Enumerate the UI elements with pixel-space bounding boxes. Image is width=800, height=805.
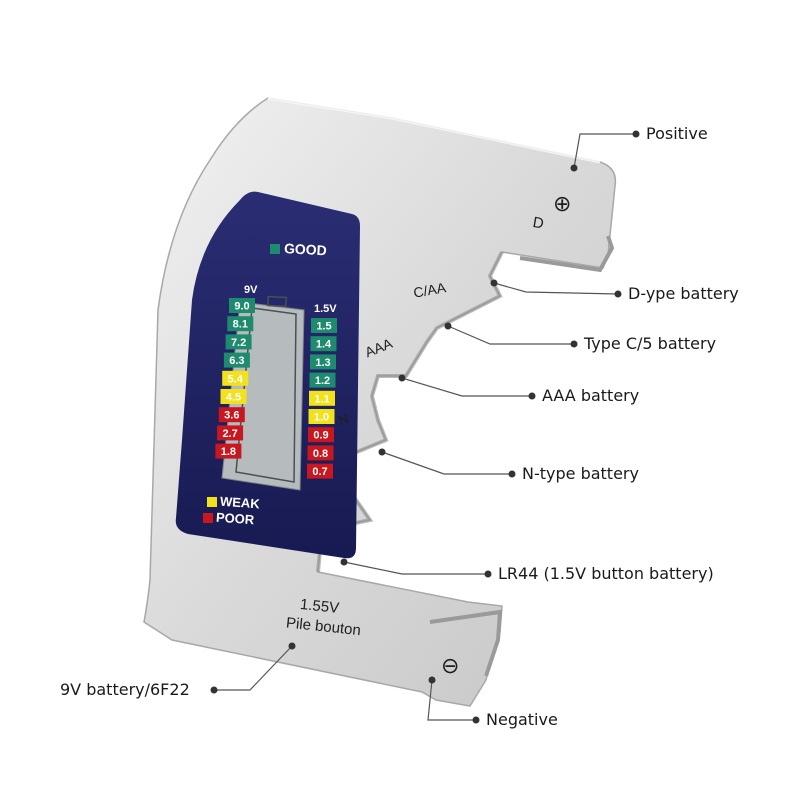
negative-leader: [427, 679, 476, 721]
tester-body-highlight: [267, 96, 601, 164]
right-scale-cell: [307, 445, 334, 461]
right-scale-value: 0.8: [313, 448, 328, 460]
right-scale-value: 1.1: [314, 393, 329, 405]
weak-legend-label: WEAK: [219, 494, 260, 512]
positive-leader: [573, 133, 636, 169]
left-scale-value: 1.8: [221, 446, 236, 458]
left-scale-cell: [222, 370, 249, 386]
right-scale-value: 1.2: [315, 375, 330, 387]
negative-callout: Negative: [486, 710, 558, 729]
aaa-callout: AAA battery: [542, 386, 640, 405]
negative-contact: [429, 609, 503, 677]
right-scale-value: 1.4: [316, 339, 332, 351]
right-scale-cell: [311, 318, 337, 333]
right-scale-value: 0.9: [313, 430, 328, 442]
right-scale-header: 1.5V: [314, 303, 337, 315]
right-scale-value: 1.5: [316, 321, 331, 333]
type-c-leader: [447, 325, 574, 345]
poor-legend-label: POOR: [215, 510, 255, 528]
left-scale-value: 4.5: [226, 392, 241, 404]
right-scale-value: 0.7: [312, 466, 327, 478]
right-scale-cell: [309, 390, 335, 406]
left-scale-cell: [218, 407, 245, 423]
left-scale-cell: [217, 425, 244, 441]
right-scale-cell: [309, 372, 336, 388]
leader-lines: [214, 133, 636, 721]
slot-d-label: D: [531, 214, 545, 233]
lcd-battery-icon-tip: [266, 295, 287, 308]
left-scale-cell: [229, 298, 255, 313]
d-type-callout: D-ype battery: [628, 284, 739, 303]
weak-legend-swatch: [207, 497, 217, 507]
button-voltage-label: 1.55V: [299, 596, 340, 617]
left-scale-value: 9.0: [234, 301, 249, 313]
left-scale-cell: [220, 389, 247, 404]
left-scale-value: 5.4: [228, 373, 244, 385]
slot-caa-label: C/AA: [412, 279, 448, 301]
nine-v-callout: 9V battery/6F22: [60, 680, 190, 699]
left-scale-header: 9V: [244, 284, 258, 296]
lr44-leader: [343, 561, 488, 575]
lr44-callout: LR44 (1.5V button battery): [498, 564, 714, 583]
nine-v-leader: [214, 645, 293, 691]
positive-symbol-icon: ⊕: [553, 191, 571, 216]
left-scale-cell: [225, 334, 252, 350]
n-type-callout: N-type battery: [522, 464, 639, 483]
leader-dots: [210, 130, 640, 724]
right-scale-value: 1.3: [315, 357, 330, 369]
type-c-callout: Type C/5 battery: [584, 334, 717, 353]
good-legend-label: GOOD: [284, 240, 328, 258]
right-scale-cell: [308, 427, 334, 443]
positive-callout: Positive: [646, 124, 708, 143]
left-scale-cell: [227, 316, 254, 332]
left-scale-cell: [215, 443, 242, 459]
right-scale-cell: [310, 354, 336, 370]
good-legend-swatch: [270, 244, 280, 254]
left-voltage-scale: 9.0 8.1 7.2 6.3 5.4 4.5 3.6 2.7 1.8: [215, 298, 255, 459]
right-scale-cell: [310, 336, 337, 352]
left-scale-value: 3.6: [224, 410, 239, 422]
slot-shading: [316, 251, 504, 573]
positive-contact: [519, 235, 615, 273]
left-scale-value: 6.3: [229, 355, 244, 367]
right-scale-cell: [307, 463, 333, 479]
left-scale-value: 7.2: [231, 337, 246, 349]
negative-symbol-icon: ⊖: [441, 653, 459, 678]
aaa-leader: [401, 377, 532, 397]
left-scale-value: 8.1: [233, 319, 248, 331]
left-scale-cell: [223, 352, 250, 368]
left-scale-value: 2.7: [222, 428, 237, 440]
d-type-leader: [493, 282, 619, 295]
poor-legend-swatch: [203, 513, 213, 523]
right-voltage-scale: 1.5 1.4 1.3 1.2 1.1 1.0 0.9 0.8 0.7: [307, 318, 337, 479]
right-scale-cell: [308, 409, 335, 424]
n-type-leader: [381, 451, 512, 475]
right-scale-value: 1.0: [314, 412, 329, 424]
